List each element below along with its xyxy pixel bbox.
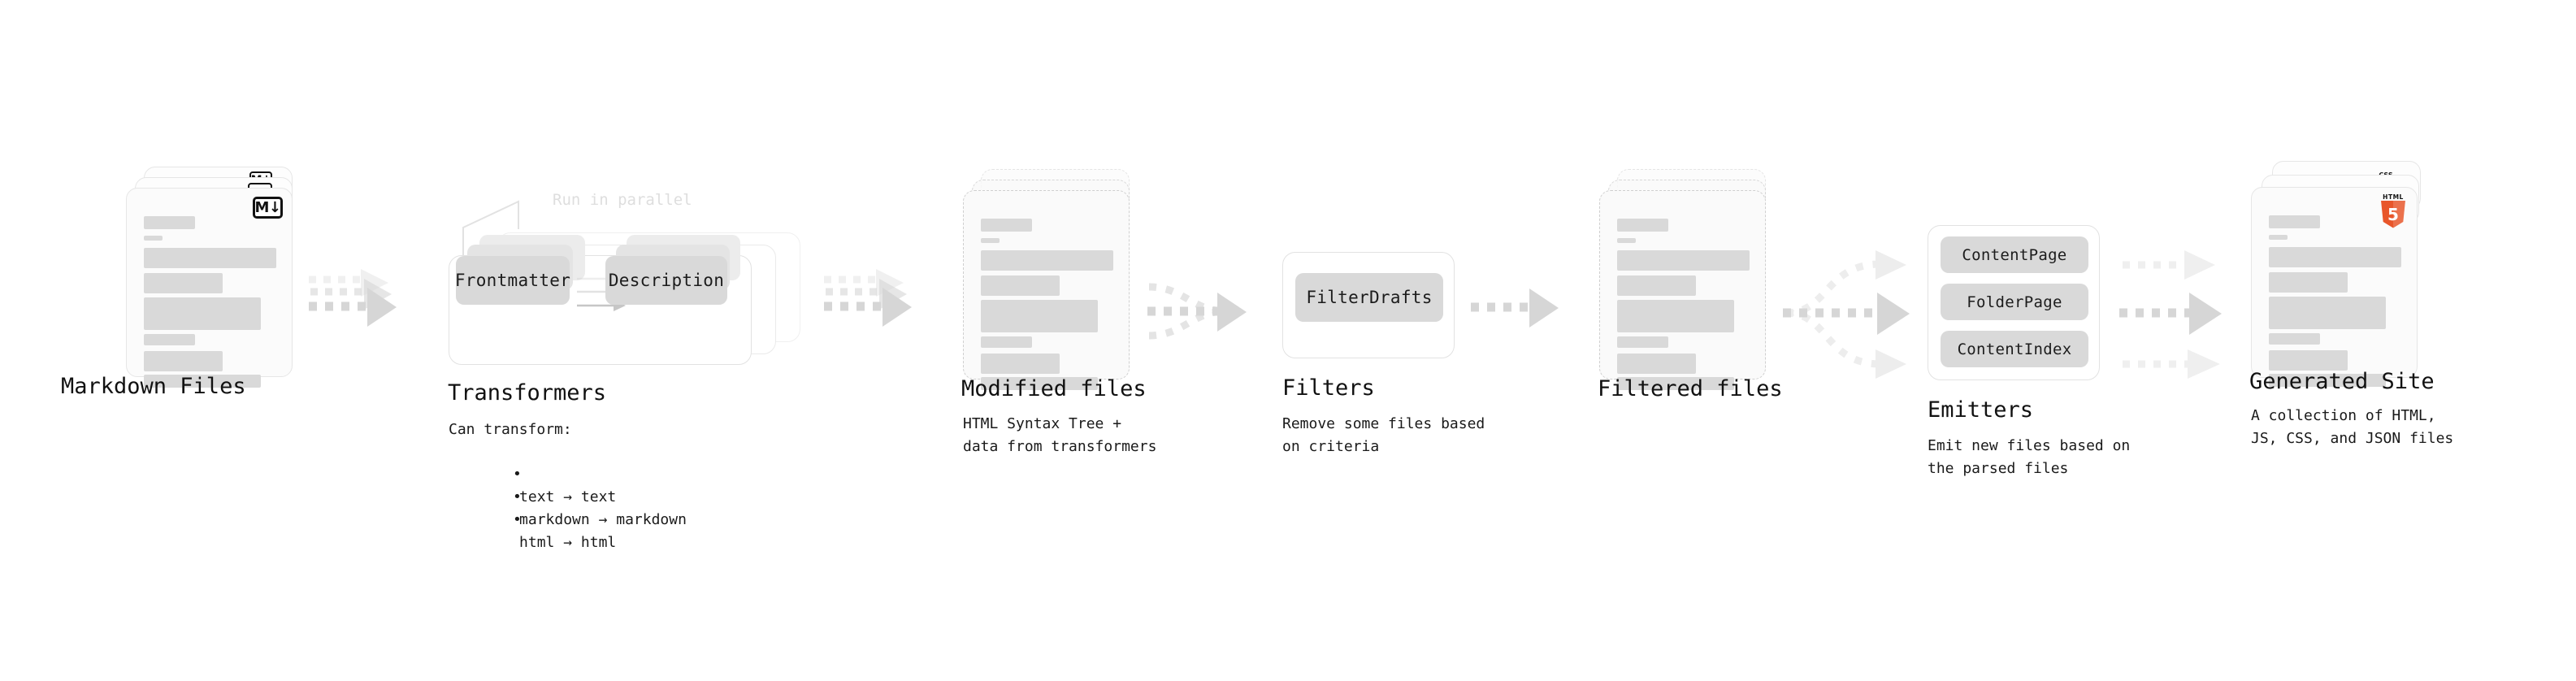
skeleton-line <box>2269 374 2386 387</box>
stage-title: Generated Site <box>2249 369 2435 394</box>
parallel-annotation: Run in parallel <box>553 191 692 209</box>
modified-file-stack <box>963 169 1134 390</box>
skeleton-line <box>981 219 1032 232</box>
stage-description: Emit new files based on the parsed files <box>1928 437 2131 477</box>
arrow-filtered-to-emitters <box>1783 250 1910 379</box>
skeleton-line <box>1617 275 1696 296</box>
skeleton-line <box>1617 336 1668 348</box>
filtered-card-front <box>1599 190 1766 390</box>
emitters-group: ContentPage FolderPage ContentIndex <box>1928 225 2100 380</box>
skeleton-line <box>2269 247 2401 267</box>
bullet-marker: • <box>513 488 522 505</box>
stage-bullet-2: • html → html <box>460 486 616 577</box>
skeleton-line <box>981 275 1060 296</box>
bullet-text: markdown → markdown <box>519 510 687 528</box>
markdown-icon: M↓ <box>253 197 283 219</box>
emitter-chip-folderpage[interactable]: FolderPage <box>1941 284 2088 320</box>
stage-modified-files: Modified files HTML Syntax Tree + data f… <box>961 169 1156 455</box>
arrow-transformers-to-modified <box>824 269 912 327</box>
chip-label: Description <box>608 271 725 290</box>
site-card-front: HTML 5 <box>2251 187 2418 387</box>
chip-label: Frontmatter <box>454 271 571 290</box>
filtered-file-stack <box>1599 169 1770 390</box>
stage-title: Emitters <box>1928 397 2034 423</box>
skeleton-line <box>1617 377 1734 390</box>
skeleton-line <box>981 238 1000 243</box>
bullet-marker: • <box>513 510 522 528</box>
skeleton-line <box>2269 297 2386 329</box>
stage-title: Markdown Files <box>61 374 246 399</box>
stage-bullet-1: • markdown → markdown <box>460 463 687 554</box>
bullet-marker: • <box>513 465 522 483</box>
skeleton-line <box>144 334 195 345</box>
skeleton-line <box>144 236 163 241</box>
stage-title: Transformers <box>448 380 607 406</box>
stage-description: HTML Syntax Tree + data from transformer… <box>963 415 1157 455</box>
skeleton-line <box>2269 215 2320 228</box>
emitter-chip-contentpage[interactable]: ContentPage <box>1941 236 2088 273</box>
skeleton-line <box>144 216 195 229</box>
skeleton-line <box>2269 235 2288 240</box>
chip-label: FolderPage <box>1967 293 2062 311</box>
site-file-stack: CSS HTML 5 <box>2251 161 2426 387</box>
arrow-emitters-to-site <box>2119 250 2222 379</box>
emitter-chip-contentindex[interactable]: ContentIndex <box>1941 331 2088 367</box>
skeleton-line <box>981 250 1113 271</box>
skeleton-line <box>981 300 1098 332</box>
bullet-text: html → html <box>519 533 617 551</box>
markdown-card-front: M↓ <box>126 188 293 388</box>
markdown-file-stack: M↓ M↓ M↓ <box>126 167 297 388</box>
skeleton-line <box>1617 354 1696 374</box>
skeleton-line <box>144 297 261 330</box>
stage-description: Can transform: <box>449 421 572 438</box>
transformer-chip-frontmatter[interactable]: Frontmatter <box>454 256 571 305</box>
chip-label: FilterDrafts <box>1306 288 1433 307</box>
skeleton-line <box>2269 333 2320 345</box>
skeleton-line <box>2269 350 2348 371</box>
parallel-leader-line <box>462 200 519 257</box>
stage-description: Remove some files based on criteria <box>1282 415 1485 455</box>
skeleton-line <box>2269 272 2348 293</box>
stage-markdown-files: M↓ M↓ M↓ Markdown Files <box>61 167 297 399</box>
filters-group: FilterDrafts <box>1282 252 1455 358</box>
filter-chip-filterdrafts[interactable]: FilterDrafts <box>1295 273 1443 322</box>
html5-number: 5 <box>2387 204 2399 224</box>
skeleton-line <box>1617 250 1750 271</box>
transformer-chip-description[interactable]: Description <box>605 256 727 305</box>
html5-icon: HTML 5 <box>2380 194 2406 228</box>
skeleton-line <box>144 248 276 268</box>
skeleton-line <box>1617 219 1668 232</box>
arrow-markdown-to-transformers <box>309 269 397 327</box>
stage-filtered-files: Filtered files <box>1598 169 1783 401</box>
stage-title: Filtered files <box>1598 376 1783 401</box>
stage-bullet-0: • text → text <box>460 440 616 531</box>
skeleton-line <box>1617 300 1734 332</box>
skeleton-line <box>981 354 1060 374</box>
skeleton-line <box>144 375 261 388</box>
html5-wordmark: HTML <box>2383 193 2404 201</box>
arrow-filters-to-filtered <box>1471 288 1559 327</box>
arrow-modified-to-filters <box>1147 283 1247 340</box>
stage-description: A collection of HTML, JS, CSS, and JSON … <box>2251 407 2454 447</box>
stage-generated-site: CSS HTML 5 Generated <box>2249 161 2453 447</box>
skeleton-line <box>981 336 1032 348</box>
skeleton-line <box>1617 238 1636 243</box>
skeleton-line <box>144 273 223 293</box>
skeleton-line <box>144 351 223 371</box>
stage-title: Filters <box>1282 375 1375 401</box>
transformer-group-front: Frontmatter Description <box>449 235 752 365</box>
modified-card-front <box>963 190 1130 390</box>
stage-title: Modified files <box>961 376 1147 401</box>
chip-label: ContentIndex <box>1957 340 2072 358</box>
skeleton-line <box>981 377 1098 390</box>
html5-shield: 5 <box>2381 200 2405 228</box>
bullet-text: text → text <box>519 488 617 505</box>
chip-label: ContentPage <box>1962 245 2067 264</box>
